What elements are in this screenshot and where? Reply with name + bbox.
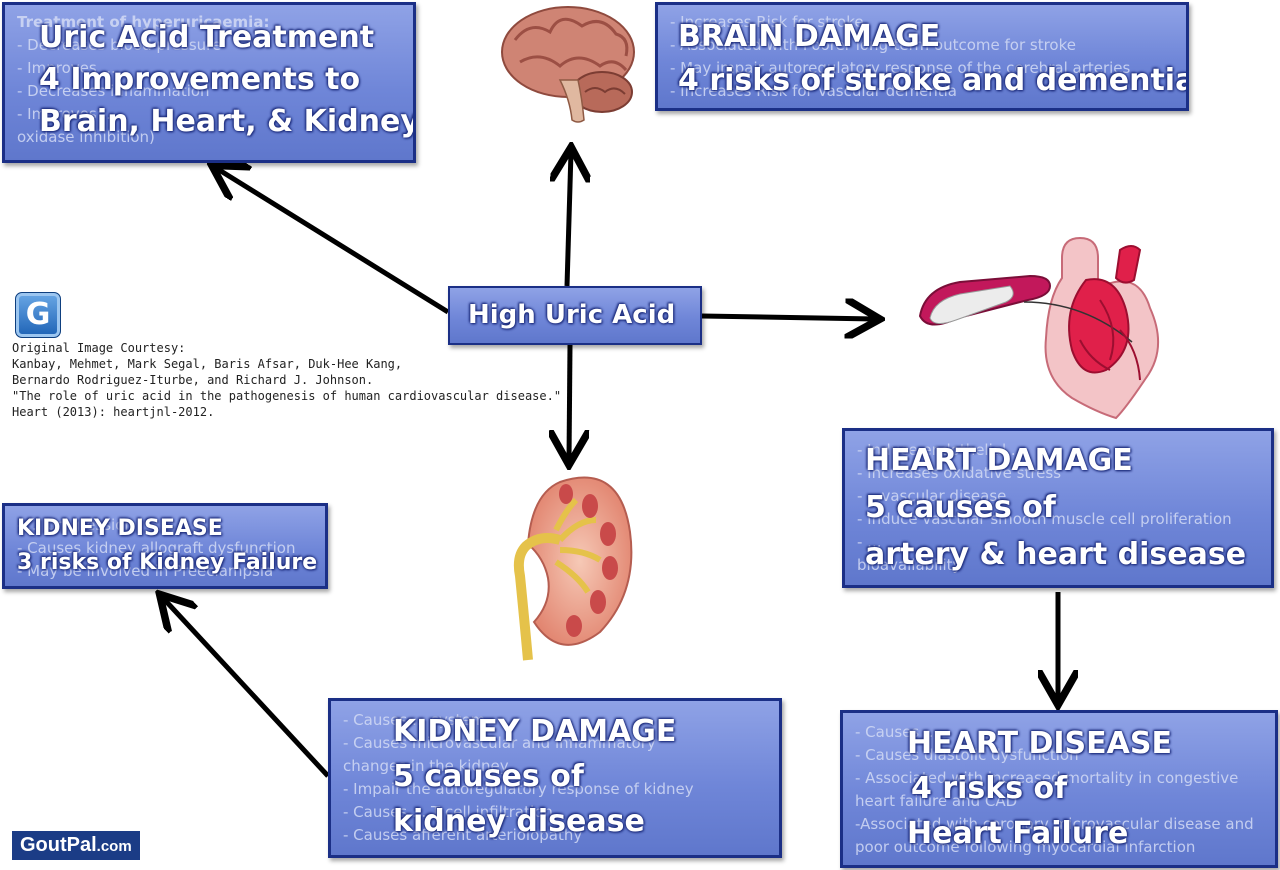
credit-line: Bernardo Rodriguez-Iturbe, and Richard J…: [12, 373, 374, 387]
detail-line: - Causes kidney allograft dysfunction: [17, 539, 296, 557]
kidney-damage-details: - Causes ... system - Causes microvascul…: [343, 709, 771, 847]
detail-line: - Decreases blood pressure: [17, 36, 222, 54]
credit-line: Kanbay, Mehmet, Mark Segal, Baris Afsar,…: [12, 357, 403, 371]
detail-line: - Causes diastolic dysfunction: [855, 746, 1079, 764]
treatment-box-title: Uric Acid Treatment 4 Improvements to Br…: [39, 17, 416, 143]
treatment-box: Treatment of hyperuricaemia: - Decreases…: [2, 2, 416, 163]
detail-line: - Increases Risk for stroke: [670, 13, 864, 31]
goutpal-brand-link[interactable]: GoutPal.com: [12, 831, 140, 860]
title-line: BRAIN DAMAGE: [678, 19, 941, 54]
title-line: Brain, Heart, & Kidney: [39, 104, 416, 139]
kidney-icon: [513, 476, 633, 661]
title-line: HEART DAMAGE: [865, 443, 1133, 478]
detail-line: heart failure and CAD: [855, 792, 1018, 810]
detail-line: - Causes microvascular and inflammatory: [343, 734, 656, 752]
arrow-to-kidney: [569, 344, 570, 460]
kidney-damage-box: - Causes ... system - Causes microvascul…: [328, 698, 782, 858]
kidney-disease-title: KIDNEY DISEASE 3 risks of Kidney Failure: [17, 512, 317, 580]
detail-line: - May impair autoregulatory response of …: [670, 59, 1131, 77]
brain-damage-box: - Increases Risk for stroke - Associated…: [655, 2, 1189, 111]
brain-icon: [501, 6, 635, 123]
detail-line: - May be involved in Preeclampsia: [17, 562, 274, 580]
detail-line: - ... progression: [17, 516, 134, 534]
credit-line: "The role of uric acid in the pathogenes…: [12, 389, 562, 403]
title-line: 4 risks of: [911, 771, 1068, 806]
detail-line: - Associated with Poorer long-term outco…: [670, 36, 1076, 54]
heart-disease-details: - Causes ... - Causes diastolic dysfunct…: [855, 721, 1267, 859]
kidney-damage-title: KIDNEY DAMAGE 5 causes of kidney disease: [393, 709, 676, 844]
credit-line: Heart (2013): heartjnl-2012.: [12, 405, 215, 419]
credit-line: Original Image Courtesy:: [12, 341, 186, 355]
detail-line: poor outcome following myocardial infarc…: [855, 838, 1196, 856]
brain-box-title: BRAIN DAMAGE 4 risks of stroke and demen…: [678, 15, 1189, 103]
detail-line: - Decreases inflammation: [17, 82, 210, 100]
title-line: kidney disease: [393, 804, 645, 839]
treatment-box-details: Treatment of hyperuricaemia: - Decreases…: [17, 11, 405, 149]
brain-box-details: - Increases Risk for stroke - Associated…: [670, 11, 1178, 103]
detail-line: - Causes ... T cell infiltration: [343, 803, 553, 821]
center-label: High Uric Acid: [468, 300, 676, 330]
kidney-disease-details: - ... progression - Causes kidney allogr…: [17, 514, 317, 583]
detail-line: - Causes ... system: [343, 711, 486, 729]
title-line: artery & heart disease: [865, 537, 1247, 572]
title-line: 5 causes of: [393, 759, 584, 794]
detail-line: Treatment of hyperuricaemia:: [17, 13, 270, 31]
goutpal-g-logo: G: [15, 292, 61, 338]
brand-name: GoutPal: [20, 834, 97, 856]
arrow-to-brain: [567, 152, 571, 287]
title-line: Uric Acid Treatment: [39, 20, 375, 55]
detail-line: - ...vascular disease: [857, 487, 1007, 505]
heart-damage-title: HEART DAMAGE 5 causes of artery & heart …: [865, 437, 1246, 578]
title-line: HEART DISEASE: [907, 726, 1172, 761]
detail-line: bioavailability: [857, 556, 962, 574]
arrow-to-treatment: [216, 168, 450, 315]
high-uric-acid-box: High Uric Acid: [448, 286, 702, 345]
detail-line: - Improves ...: [17, 105, 116, 123]
detail-line: - Causes afferent arteriolopathy: [343, 826, 583, 844]
arrow-to-heart: [701, 316, 875, 319]
detail-line: - Associated with increased mortality in…: [855, 769, 1239, 787]
image-credit: Original Image Courtesy: Kanbay, Mehmet,…: [12, 340, 561, 420]
detail-line: - Improves ...: [17, 59, 116, 77]
heart-disease-title: HEART DISEASE 4 risks of Heart Failure: [907, 721, 1172, 856]
title-line: KIDNEY DAMAGE: [393, 714, 677, 749]
detail-line: - Causes ...: [855, 723, 939, 741]
heart-disease-box: - Causes ... - Causes diastolic dysfunct…: [840, 710, 1278, 868]
arrow-to-kidney-disease: [163, 598, 330, 778]
kidney-disease-box: - ... progression - Causes kidney allogr…: [2, 503, 328, 589]
detail-line: - ...: [857, 533, 882, 551]
title-line: Heart Failure: [907, 816, 1129, 851]
title-line: 5 causes of: [865, 490, 1056, 525]
heart-icon: [918, 236, 1160, 420]
heart-damage-details: - Induce endothelial ... - Increases oxi…: [857, 439, 1263, 577]
brand-domain: .com: [96, 838, 132, 855]
heart-damage-box: - Induce endothelial ... - Increases oxi…: [842, 428, 1274, 588]
title-line: KIDNEY DISEASE: [17, 516, 223, 541]
detail-line: - Impair the autoregulatory response of …: [343, 780, 694, 798]
detail-line: - Induce endothelial ...: [857, 441, 1026, 459]
title-line: 4 risks of stroke and dementia: [678, 63, 1189, 98]
detail-line: changes in the kidney: [343, 757, 509, 775]
detail-line: - Increases Risk for Vascular dementia: [670, 82, 957, 100]
detail-line: -Associated with coronary microvascular …: [855, 815, 1254, 833]
detail-line: - Increases oxidative stress: [857, 464, 1062, 482]
detail-line: oxidase inhibition): [17, 128, 155, 146]
detail-line: - Induce vascular smooth muscle cell pro…: [857, 510, 1232, 528]
title-line: 3 risks of Kidney Failure: [17, 550, 318, 575]
title-line: 4 Improvements to: [39, 62, 361, 97]
